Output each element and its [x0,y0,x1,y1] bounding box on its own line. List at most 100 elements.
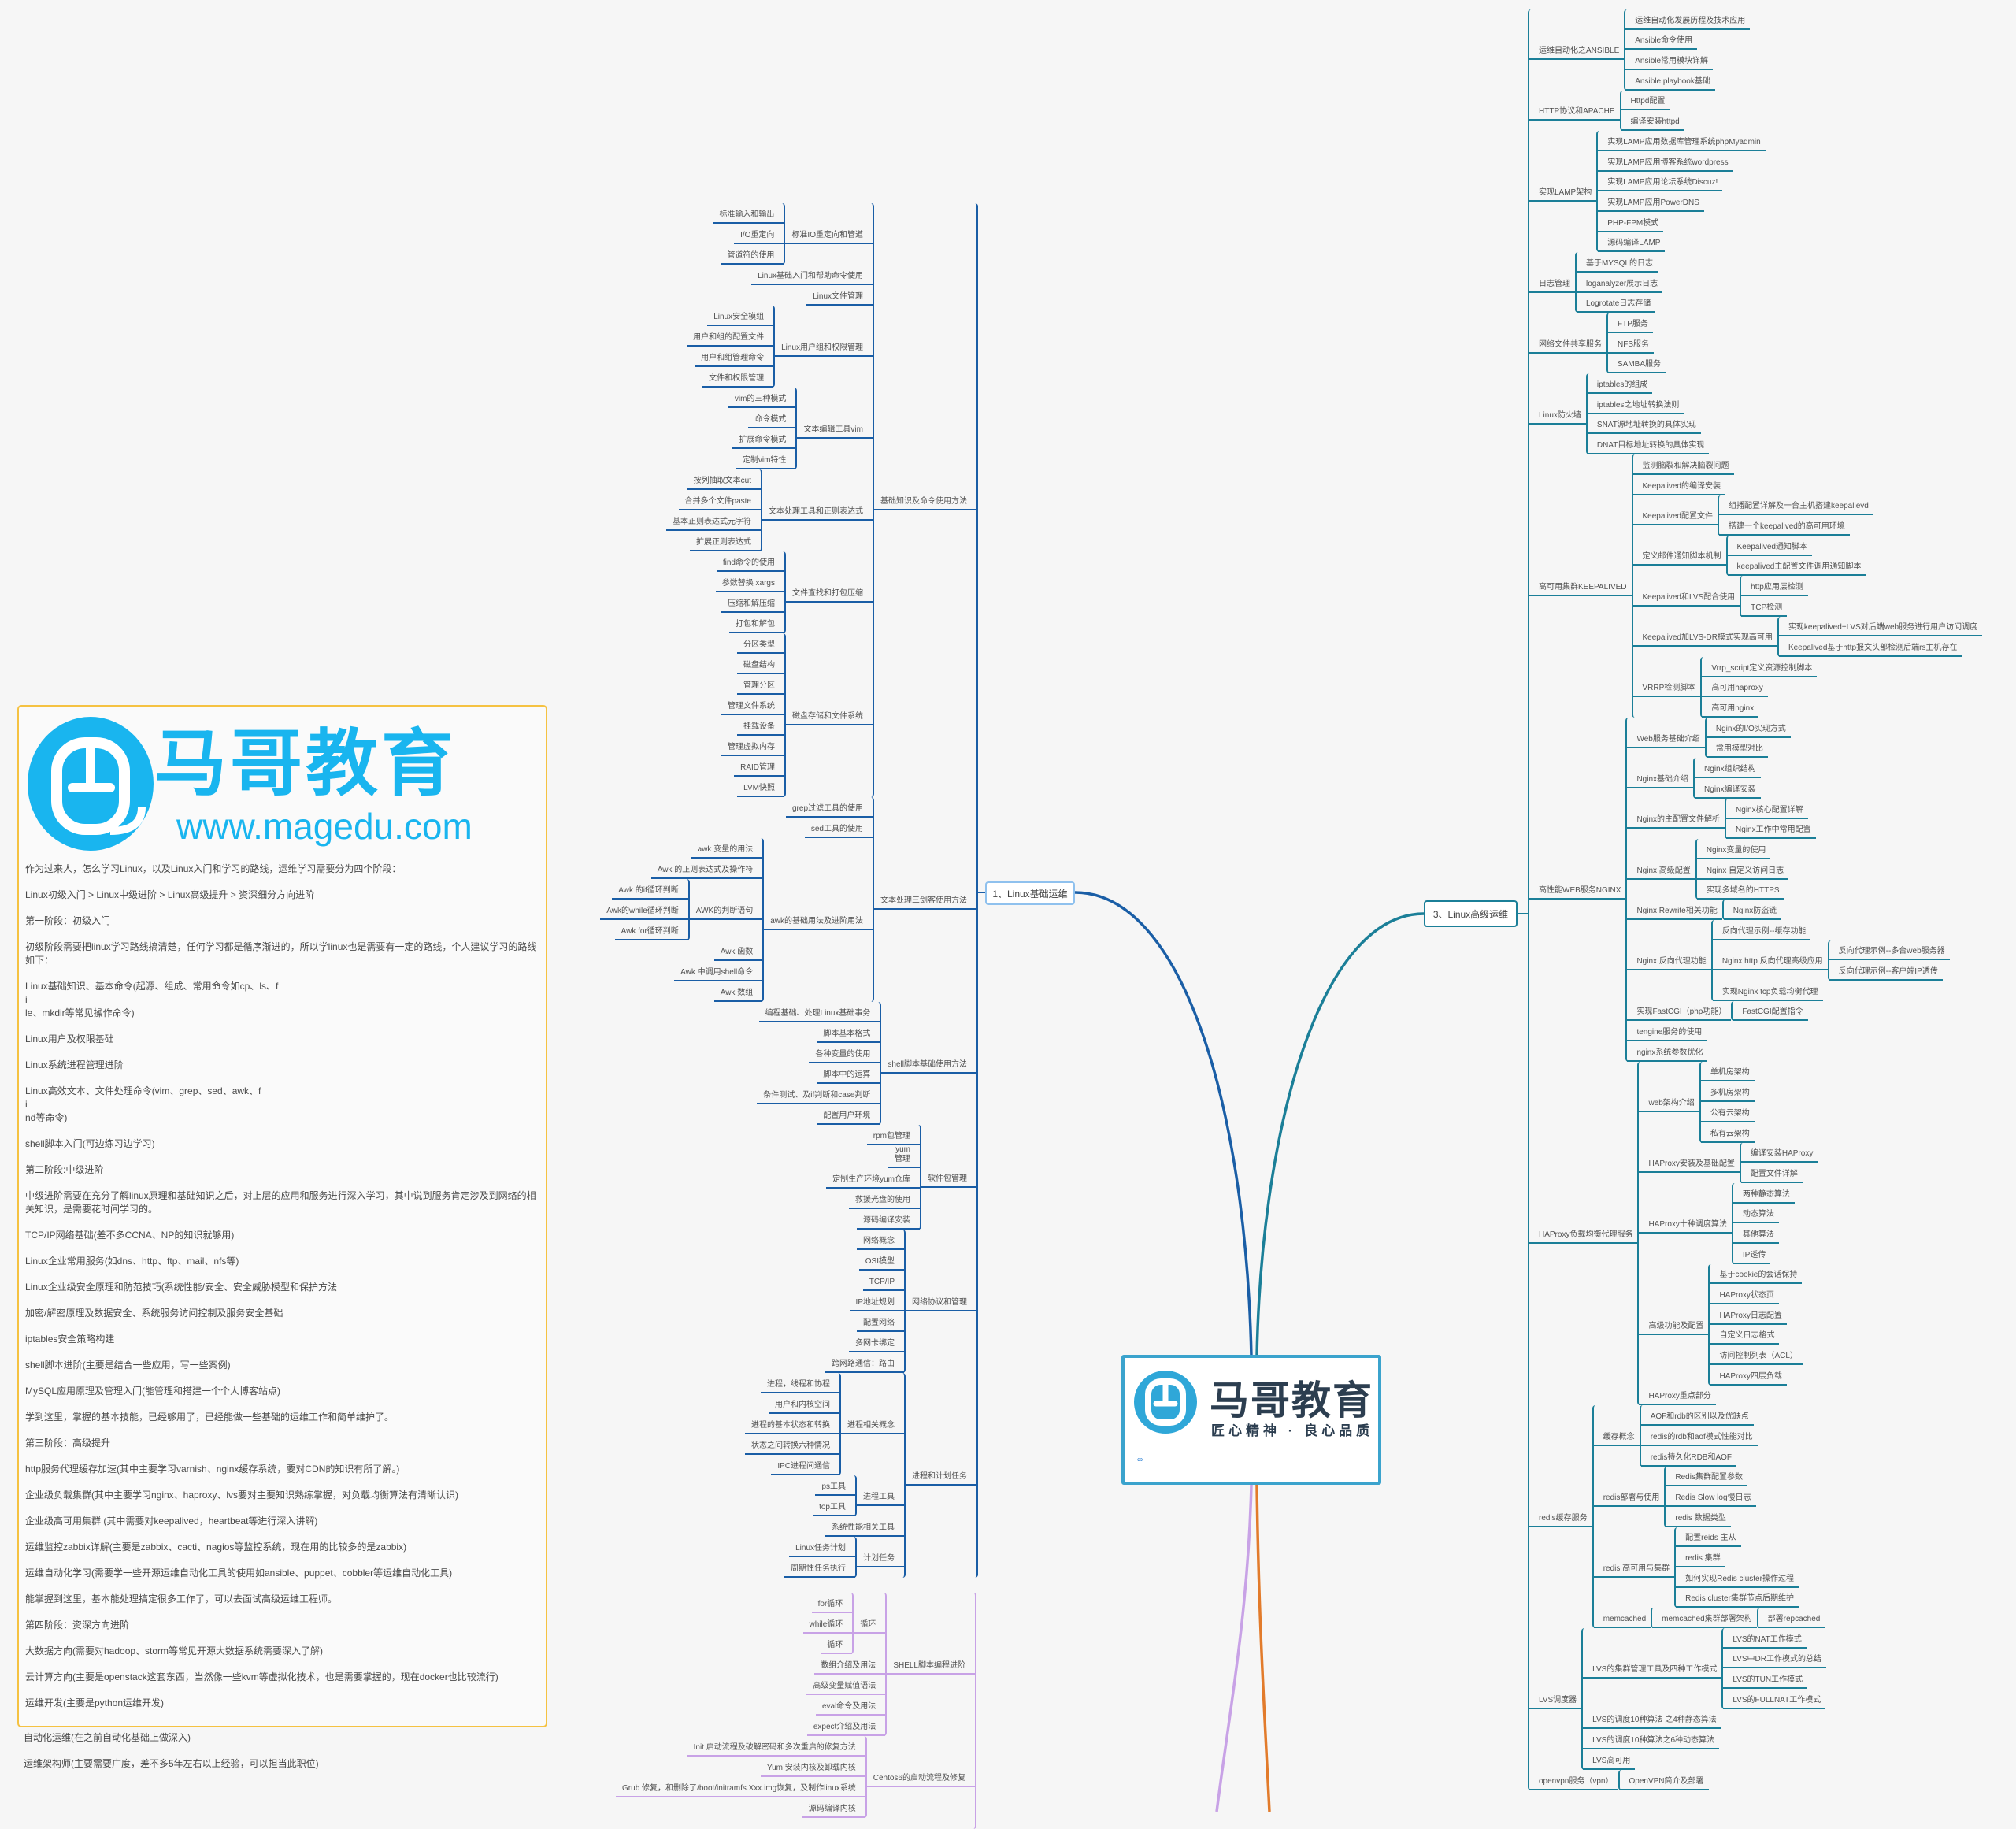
subtopic-label[interactable]: Nginx的I/O实现方式 [1706,718,1791,738]
subtopic-label[interactable]: top工具 [813,1496,855,1516]
subtopic-label[interactable]: Awk 的if循环判断 [612,879,688,900]
subtopic-label[interactable]: TCP/IP [862,1271,904,1291]
subtopic-label[interactable]: 配置文件详解 [1740,1163,1803,1183]
subtopic-label[interactable]: 配置reids 主从 [1676,1527,1741,1548]
subtopic-label[interactable]: HAProxy重点部分 [1639,1386,1716,1406]
subtopic-label[interactable]: 实现keepalived+LVS对后端web服务进行用户访问调度 [1778,617,1983,637]
subtopic-label[interactable]: 标准输入和输出 [713,203,784,224]
subtopic-label[interactable]: OpenVPN简介及部署 [1619,1770,1709,1790]
subtopic-label[interactable]: rpm包管理 [866,1125,920,1145]
subtopic-label[interactable]: 配置用户环境 [817,1104,880,1125]
topic-label[interactable]: 日志管理 [1529,273,1575,293]
subtopic-label[interactable]: 常用模型对比 [1706,738,1768,759]
subtopic-label[interactable]: LVS中DR工作模式的总结 [1723,1649,1826,1669]
subtopic-label[interactable]: 定制vim特性 [736,449,796,469]
subtopic-label[interactable]: 状态之间转换六种情况 [745,1434,839,1455]
subtopic-label[interactable]: FastCGI配置指令 [1732,1001,1808,1022]
subtopic-label[interactable]: Nginx变量的使用 [1696,839,1771,859]
subtopic-label[interactable]: 磁盘结构 [737,654,784,674]
subtopic-label[interactable]: Grub 修复，和删除了/boot/initramfs.Xxx.img恢复，及制… [616,1777,865,1797]
subtopic-label[interactable]: 用户和内核空间 [769,1393,839,1414]
link-icon[interactable]: ∞ [1137,1456,1143,1464]
subtopic-label[interactable]: 管理分区 [737,674,784,695]
topic-label[interactable]: 进程工具 [857,1486,904,1506]
subtopic-label[interactable]: Redis集群配置参数 [1666,1467,1747,1487]
topic-label[interactable]: awk的基础用法及进阶用法 [764,910,873,930]
subtopic-label[interactable]: Vrrp_script定义资源控制脚本 [1702,657,1818,677]
subtopic-label[interactable]: redis持久化RDB和AOF [1640,1446,1737,1467]
topic-label[interactable]: 文件查找和打包压缩 [786,582,873,603]
subtopic-label[interactable]: 合并多个文件paste [678,490,761,510]
topic-label[interactable]: shell脚本基础使用方法 [881,1053,976,1074]
subtopic-label[interactable]: 实现LAMP应用PowerDNS [1598,191,1704,212]
subtopic-label[interactable]: 系统性能相关工具 [825,1516,904,1537]
subtopic-label[interactable]: 管道符的使用 [721,244,784,265]
subtopic-label[interactable]: Keepalived通知脚本 [1727,536,1812,556]
topic-label[interactable]: 网络文件共享服务 [1529,333,1606,354]
topic-label[interactable]: Keepalived加LVS-DR模式实现高可用 [1632,626,1777,647]
subtopic-label[interactable]: awk 变量的用法 [691,838,763,859]
topic-label[interactable]: Nginx基础介绍 [1627,768,1694,788]
subtopic-label[interactable]: 其他算法 [1732,1223,1779,1244]
subtopic-label[interactable]: 脚本基本格式 [817,1022,880,1043]
subtopic-label[interactable]: Redis Slow log慢日志 [1666,1486,1756,1507]
subtopic-label[interactable]: 单机房架构 [1700,1062,1755,1082]
subtopic-label[interactable]: 实现LAMP应用数据库管理系统phpMyadmin [1598,131,1766,151]
subtopic-label[interactable]: 进程，线程和协程 [761,1373,839,1393]
subtopic-label[interactable]: Awk的while循环判断 [600,900,688,920]
subtopic-label[interactable]: Nginx组织结构 [1695,758,1761,779]
subtopic-label[interactable]: ps工具 [815,1475,855,1496]
subtopic-label[interactable]: 各种变量的使用 [809,1043,880,1063]
subtopic-label[interactable]: 基本正则表达式元字符 [666,510,761,531]
subtopic-label[interactable]: LVS的TUN工作模式 [1723,1668,1808,1690]
subtopic-label[interactable]: Nginx核心配置详解 [1726,799,1808,819]
topic-label[interactable]: Nginx的主配置文件解析 [1627,809,1725,829]
subtopic-label[interactable]: yum 管理 [888,1145,920,1168]
subtopic-label[interactable]: PHP-FPM模式 [1598,212,1664,232]
subtopic-label[interactable]: nginx系统参数优化 [1627,1041,1708,1062]
topic-label[interactable]: 实现FastCGI（php功能） [1627,1001,1732,1022]
subtopic-label[interactable]: Ansible playbook基础 [1625,70,1715,91]
subtopic-label[interactable]: 基于cookie的会话保持 [1710,1264,1803,1285]
subtopic-label[interactable]: 两种静态算法 [1732,1183,1795,1204]
subtopic-label[interactable]: 脚本中的运算 [817,1063,880,1084]
subtopic-label[interactable]: 跨网路通信：路由 [825,1352,904,1373]
topic-label[interactable]: 磁盘存储和文件系统 [786,705,873,725]
subtopic-label[interactable]: LVS高可用 [1583,1749,1636,1770]
subtopic-label[interactable]: Nginx防盗链 [1723,900,1782,920]
subtopic-label[interactable]: 参数替换 xargs [715,572,784,592]
subtopic-label[interactable]: Linux文件管理 [806,285,873,306]
subtopic-label[interactable]: 管理虚拟内存 [721,736,784,756]
topic-label[interactable]: 实现LAMP架构 [1529,181,1597,202]
topic-label[interactable]: 循环 [854,1613,886,1634]
subtopic-label[interactable]: LVM快照 [737,777,784,797]
topic-label[interactable]: 软件包管理 [921,1167,976,1188]
topic-label[interactable]: redis缓存服务 [1529,1507,1592,1527]
subtopic-label[interactable]: Linux任务计划 [789,1537,855,1557]
subtopic-label[interactable]: 搭建一个keepalived的高可用环境 [1719,515,1850,536]
subtopic-label[interactable]: Keepalived基于http报文头部检测后端rs主机存在 [1778,636,1962,657]
subtopic-label[interactable]: Yum 安装内核及卸载内核 [760,1757,865,1777]
subtopic-label[interactable]: redis的rdb和aof模式性能对比 [1640,1426,1758,1446]
subtopic-label[interactable]: 循环 [821,1634,853,1654]
subtopic-label[interactable]: 文件和权限管理 [702,367,774,388]
subtopic-label[interactable]: 进程的基本状态和转换 [745,1414,839,1434]
subtopic-label[interactable]: LVS的FULLNAT工作模式 [1723,1689,1826,1709]
subtopic-label[interactable]: SNAT源地址转换的具体实现 [1587,414,1701,435]
subtopic-label[interactable]: 定制生产环境yum仓库 [826,1168,920,1189]
subtopic-label[interactable]: Httpd配置 [1621,91,1670,111]
topic-label[interactable]: LVS调度器 [1529,1689,1582,1709]
topic-label[interactable]: openvpn服务（vpn） [1529,1770,1618,1790]
topic-label[interactable]: LVS的集群管理工具及四种工作模式 [1583,1659,1722,1679]
topic-label[interactable]: 文本处理工具和正则表达式 [762,500,873,521]
topic-linux-basic-ops[interactable]: 1、Linux基础运维 [985,881,1075,905]
subtopic-label[interactable]: Awk 数组 [713,981,763,1002]
subtopic-label[interactable]: OSI模型 [858,1250,904,1271]
subtopic-label[interactable]: SAMBA服务 [1608,354,1666,374]
subtopic-label[interactable]: 访问控制列表（ACL） [1710,1345,1803,1366]
topic-label[interactable]: Linux用户组和权限管理 [775,336,873,357]
topic-label[interactable]: HAProxy十种调度算法 [1639,1213,1732,1234]
subtopic-label[interactable]: 用户和组的配置文件 [687,326,774,347]
subtopic-label[interactable]: 打包和解包 [729,613,784,633]
subtopic-label[interactable]: 分区类型 [737,633,784,654]
